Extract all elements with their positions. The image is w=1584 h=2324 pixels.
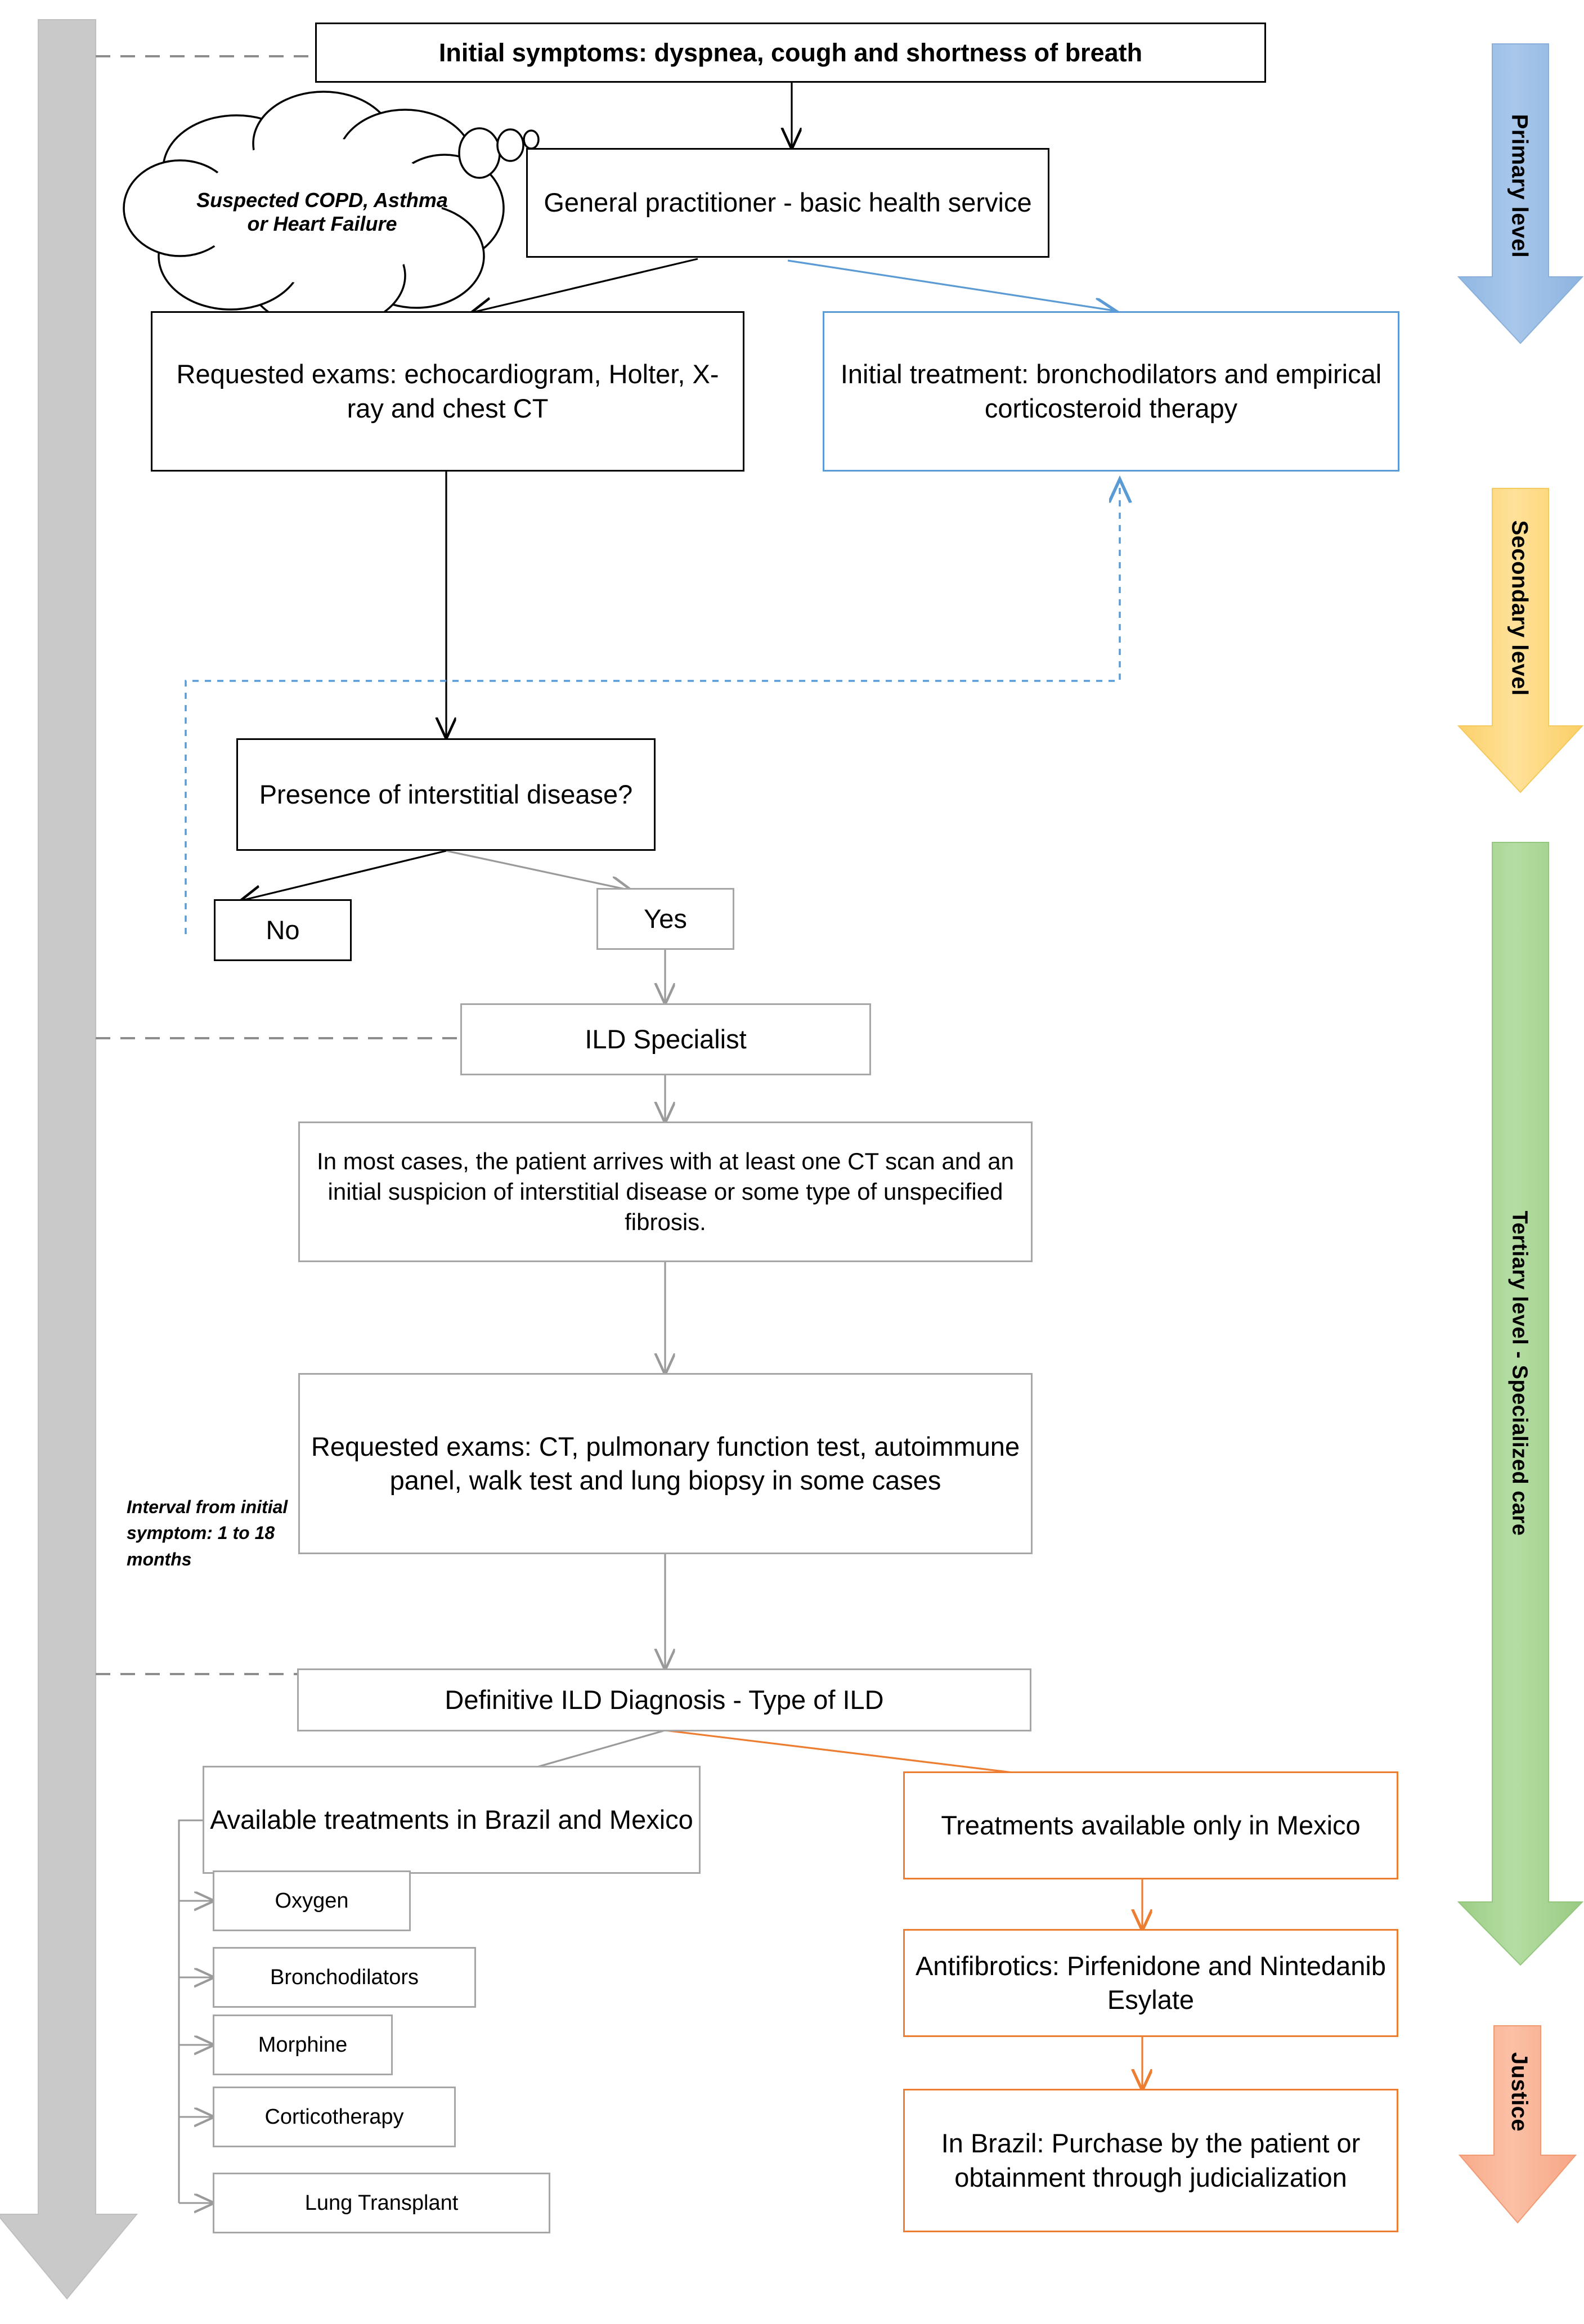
level-label-justice: Justice bbox=[1463, 2031, 1576, 2152]
node-treatments-brazil-mexico[interactable]: Available treatments in Brazil and Mexic… bbox=[203, 1766, 701, 1874]
node-requested-exams-tertiary[interactable]: Requested exams: CT, pulmonary function … bbox=[298, 1373, 1033, 1554]
edge-gp-to-treatment bbox=[787, 259, 1114, 311]
level-label-primary: Primary level bbox=[1463, 51, 1576, 321]
node-initial-symptoms[interactable]: Initial symptoms: dyspnea, cough and sho… bbox=[315, 23, 1266, 83]
edge-no-to-treatment-dotted bbox=[185, 481, 1120, 934]
node-general-practitioner[interactable]: General practitioner - basic health serv… bbox=[526, 148, 1049, 258]
node-treatment-oxygen[interactable]: Oxygen bbox=[213, 1870, 411, 1931]
level-label-tertiary-text: Tertiary level - Specialized care bbox=[1507, 1210, 1532, 1536]
node-decision-no[interactable]: No bbox=[214, 899, 352, 961]
thought-cloud-label: Suspected COPD, Asthma or Heart Failure bbox=[196, 189, 448, 235]
level-label-primary-text: Primary level bbox=[1507, 114, 1532, 258]
node-treatment-corticotherapy[interactable]: Corticotherapy bbox=[213, 2087, 456, 2147]
level-label-secondary: Secondary level bbox=[1463, 495, 1576, 720]
node-in-brazil-purchase[interactable]: In Brazil: Purchase by the patient or ob… bbox=[903, 2089, 1398, 2232]
level-label-secondary-text: Secondary level bbox=[1507, 519, 1532, 696]
node-decision-yes[interactable]: Yes bbox=[596, 888, 734, 950]
node-antifibrotics[interactable]: Antifibrotics: Pirfenidone and Nintedani… bbox=[903, 1929, 1398, 2037]
annotation-interval-note: Interval from initial symptom: 1 to 18 m… bbox=[127, 1497, 288, 1569]
node-decision-interstitial-disease[interactable]: Presence of interstitial disease? bbox=[236, 738, 656, 851]
node-ild-specialist[interactable]: ILD Specialist bbox=[460, 1003, 871, 1075]
node-definitive-diagnosis[interactable]: Definitive ILD Diagnosis - Type of ILD bbox=[297, 1668, 1031, 1731]
timeline-arrow bbox=[0, 19, 138, 2300]
node-treatment-lung-transplant[interactable]: Lung Transplant bbox=[213, 2173, 550, 2233]
node-initial-treatment[interactable]: Initial treatment: bronchodilators and e… bbox=[823, 311, 1399, 472]
node-treatment-bronchodilators[interactable]: Bronchodilators bbox=[213, 1947, 476, 2008]
edge-decision-to-yes bbox=[446, 850, 630, 890]
treatment-bracket bbox=[178, 1819, 213, 2203]
node-treatments-mexico-only[interactable]: Treatments available only in Mexico bbox=[903, 1771, 1398, 1879]
edge-decision-to-no bbox=[242, 850, 447, 900]
level-label-justice-text: Justice bbox=[1507, 2052, 1532, 2132]
edge-gp-to-exams bbox=[473, 258, 698, 312]
node-requested-exams-primary[interactable]: Requested exams: echocardiogram, Holter,… bbox=[151, 311, 744, 472]
level-label-tertiary: Tertiary level - Specialized care bbox=[1463, 850, 1576, 1896]
node-arrival-note[interactable]: In most cases, the patient arrives with … bbox=[298, 1121, 1033, 1262]
node-treatment-morphine[interactable]: Morphine bbox=[213, 2015, 393, 2075]
